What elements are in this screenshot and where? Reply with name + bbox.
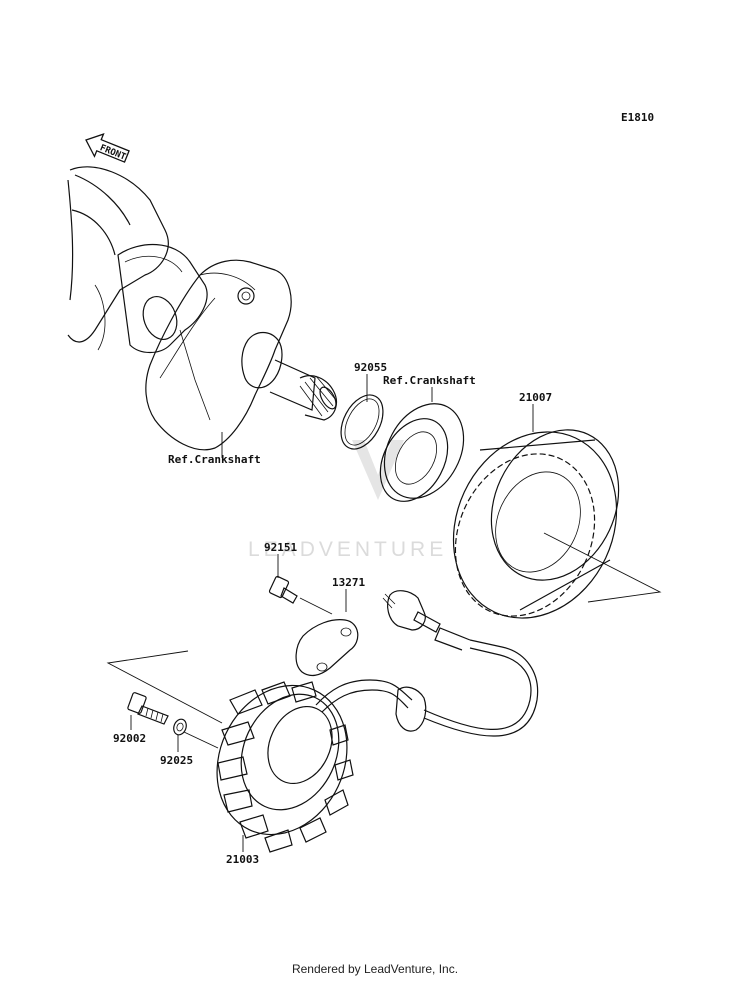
- stator-21003: [216, 590, 539, 853]
- watermark-text: LEADVENTURE: [248, 538, 447, 561]
- diagram-code: E1810: [621, 111, 654, 124]
- footer-credit: Rendered by LeadVenture, Inc.: [291, 962, 459, 976]
- label-21007: 21007: [519, 391, 552, 404]
- label-13271: 13271: [332, 576, 365, 589]
- label-92055: 92055: [354, 361, 387, 374]
- crankshaft: [67, 166, 337, 451]
- label-ref-crankshaft-upper: Ref.Crankshaft: [383, 374, 476, 387]
- bolt-92002: [127, 692, 169, 725]
- label-21003: 21003: [226, 853, 259, 866]
- washer-92025: [173, 718, 187, 736]
- label-ref-crankshaft-lower: Ref.Crankshaft: [168, 453, 261, 466]
- spacer-collar: [379, 403, 465, 502]
- bolt-92151: [268, 575, 298, 604]
- o-ring-92055: [340, 394, 384, 450]
- front-arrow-icon: FRONT: [85, 133, 130, 163]
- flywheel-rotor-21007: [452, 429, 620, 619]
- label-92025: 92025: [160, 754, 193, 767]
- label-92151: 92151: [264, 541, 297, 554]
- label-92002: 92002: [113, 732, 146, 745]
- plate-13271: [295, 619, 359, 677]
- leader-lines: [106, 374, 662, 852]
- watermark: LEADVENTURE: [248, 440, 447, 561]
